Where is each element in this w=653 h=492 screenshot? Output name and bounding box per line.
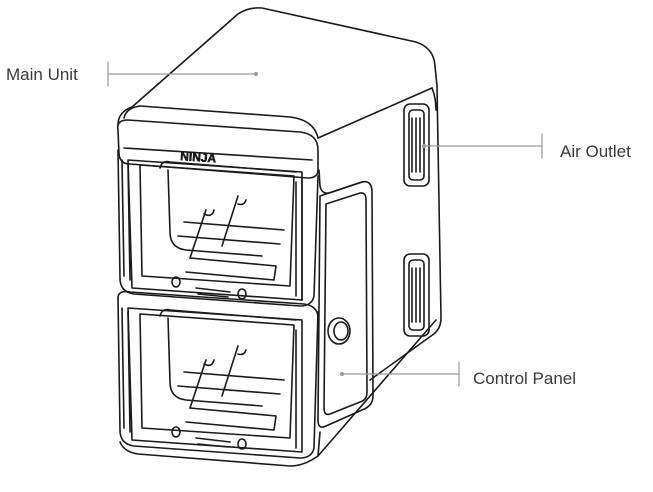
base [119, 319, 437, 467]
leader-lines [107, 61, 543, 387]
main-unit-label: Main Unit [6, 65, 78, 84]
control-panel [317, 180, 374, 428]
upper-basket [117, 149, 319, 307]
lower-basket [117, 290, 319, 459]
front-lid [116, 119, 319, 179]
main-unit-body [117, 7, 442, 381]
air-outlet-label: Air Outlet [560, 142, 631, 161]
control-panel-label: Control Panel [473, 369, 577, 388]
air-outlet-vents [403, 103, 430, 337]
control-knob [327, 317, 351, 345]
brand-logo: NINJA [180, 149, 217, 166]
